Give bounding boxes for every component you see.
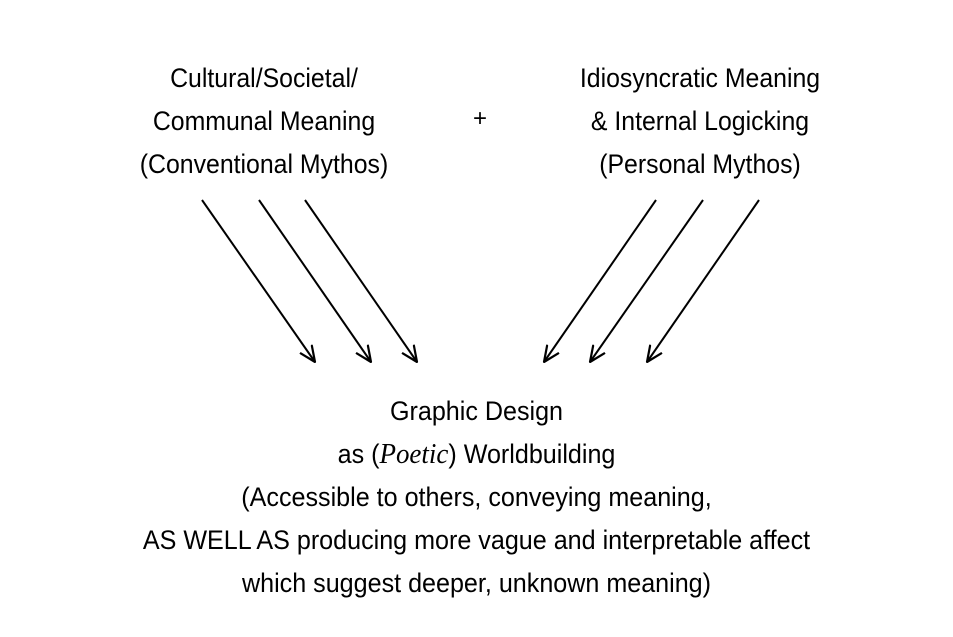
cultural-meaning-line-2: Communal Meaning (152, 106, 376, 136)
idiosyncratic-meaning-line-2: & Internal Logicking (590, 106, 810, 136)
result-title: Graphic Design (389, 396, 564, 426)
result-subtitle: as (Poetic) Worldbuilding (71, 433, 883, 476)
right-arrow-2 (590, 199, 704, 362)
cultural-meaning-line-3: (Conventional Mythos) (139, 149, 389, 179)
cultural-meaning-label: Cultural/Societal/ Communal Meaning (Con… (98, 57, 429, 186)
result-subtitle-prefix: as ( (337, 439, 380, 469)
idiosyncratic-meaning-line-3: (Personal Mythos) (599, 149, 801, 179)
cultural-meaning-line-1: Cultural/Societal/ (170, 63, 358, 93)
poetic-emphasis: Poetic (379, 438, 449, 470)
idiosyncratic-meaning-line-1: Idiosyncratic Meaning (579, 63, 821, 93)
result-subtitle-suffix: ) Worldbuilding (448, 439, 616, 469)
right-arrow-3 (647, 199, 760, 362)
plus-sign: + (472, 105, 487, 132)
left-arrow-3 (304, 199, 417, 362)
right-arrow-1 (544, 199, 657, 362)
result-description-line-1: (Accessible to others, conveying meaning… (241, 482, 712, 512)
idiosyncratic-meaning-label: Idiosyncratic Meaning & Internal Logicki… (534, 57, 865, 186)
result-description-line-3: which suggest deeper, unknown meaning) (241, 568, 712, 598)
result-description-line-2: AS WELL AS producing more vague and inte… (142, 525, 811, 555)
left-arrow-1 (201, 199, 315, 362)
graphic-design-result: Graphic Design as (Poetic) Worldbuilding… (71, 390, 883, 605)
left-arrow-2 (258, 199, 371, 362)
